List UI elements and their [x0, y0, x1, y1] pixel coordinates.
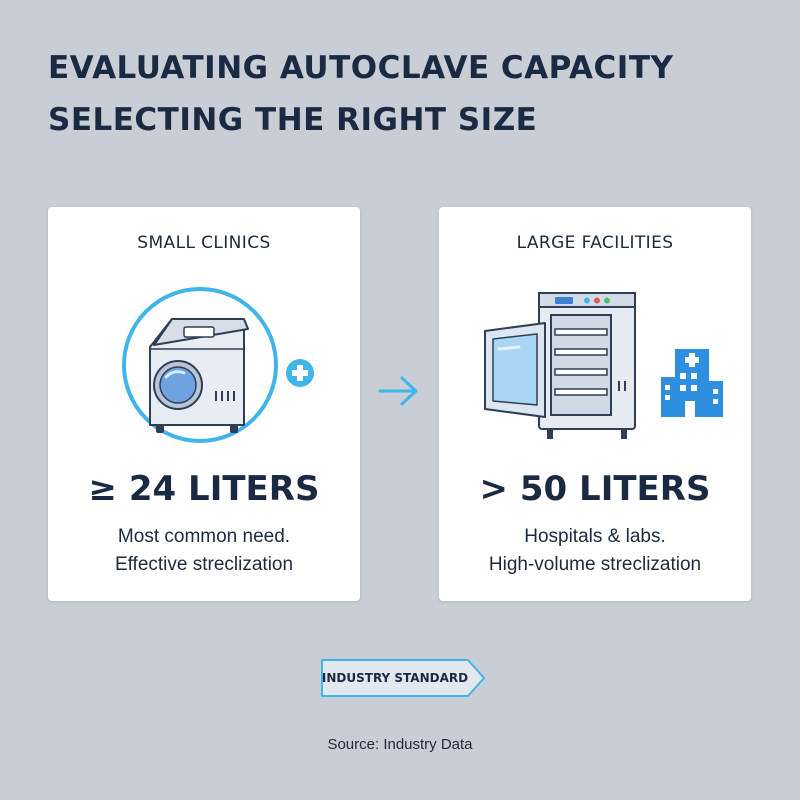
- source-caption: Source: Industry Data: [327, 736, 473, 753]
- desc-line-1: Most common need.: [117, 526, 291, 547]
- desc-line-2: Effective streclization: [114, 554, 294, 575]
- card-title: SMALL CLINICS: [137, 233, 271, 253]
- desc-line-2: High-volume streclization: [488, 554, 702, 575]
- desc-line-1: Hospitals & labs.: [524, 526, 666, 547]
- card-small-clinics: SMALL CLINICS: [48, 207, 360, 601]
- card-large-facilities: LARGE FACILITIES: [439, 207, 751, 601]
- card-illustration: [484, 292, 723, 439]
- title-line-2: SELECTING THE RIGHT SIZE: [48, 102, 538, 138]
- page-title: EVALUATING AUTOCLAVE CAPACITY SELECTING …: [48, 42, 673, 146]
- large-autoclave-icon: [484, 292, 636, 439]
- card-description: Hospitals & labs. High-volume streclizat…: [439, 523, 751, 579]
- title-line-1: EVALUATING AUTOCLAVE CAPACITY: [48, 50, 674, 86]
- card-description: Most common need. Effective streclizatio…: [48, 523, 360, 579]
- medical-cross-icon: [286, 359, 314, 387]
- arrow-right-icon: [378, 376, 418, 406]
- industry-standard-badge: INDUSTRY STANDARD: [320, 658, 488, 698]
- card-title: LARGE FACILITIES: [516, 233, 674, 253]
- badge-label: INDUSTRY STANDARD: [321, 671, 469, 685]
- capacity-value: > 50 LITERS: [479, 469, 711, 509]
- hospital-building-icon: [661, 349, 723, 417]
- badge-arrow-shape: [321, 659, 485, 697]
- capacity-value: ≥ 24 LITERS: [88, 469, 320, 509]
- benchtop-autoclave-icon: [122, 287, 278, 443]
- card-illustration: [122, 287, 314, 443]
